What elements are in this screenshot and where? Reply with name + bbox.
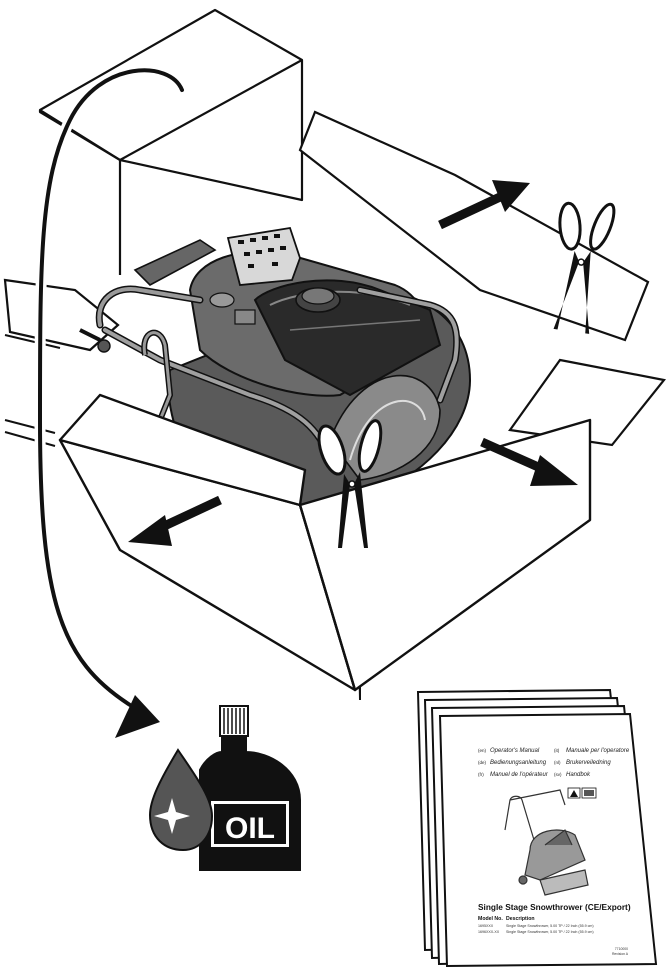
manual-model-description: Single Stage Snowthrower, 5.00 TP / 22 I… [506, 924, 594, 928]
arrow-back-right [438, 180, 530, 230]
oil-bottle-icon: OIL [148, 705, 301, 871]
manual-lang-nl: Brukerveiledning [566, 760, 611, 766]
manual-lang-sv: Handbok [566, 772, 591, 778]
scissors-icon-front [317, 419, 383, 548]
snowthrower-machine [79, 226, 472, 701]
box-front [58, 393, 592, 692]
svg-text:(en): (en) [478, 748, 487, 753]
scissors-icon-right [553, 201, 616, 334]
box-front-right-flap [508, 358, 666, 447]
oil-label: OIL [225, 812, 275, 845]
manual-revision: Revision A [612, 952, 629, 956]
svg-text:(sv): (sv) [554, 772, 562, 777]
manual-title: Single Stage Snowthrower (CE/Export) [478, 902, 631, 912]
svg-text:(it): (it) [554, 748, 560, 753]
box-left-flap [3, 278, 120, 352]
manual-lang-fr: Manuel de l'opérateur [490, 772, 549, 778]
arrow-front-right [480, 437, 578, 486]
manual-model-number: 1695XXX [478, 924, 494, 928]
svg-text:(nl): (nl) [554, 760, 561, 765]
manual-model-description: Single Stage Snowthrower, 5.00 TP / 22 I… [506, 930, 594, 934]
manual-description-header: Description [506, 916, 535, 922]
manual-lang-de: Bedienungsanleitung [490, 760, 547, 766]
svg-text:(de): (de) [478, 760, 487, 765]
arrow-remove-oil [34, 64, 188, 738]
box-left-edge-lines [4, 334, 61, 447]
manual-model-header: Model No. [478, 916, 503, 922]
manual-lang-en: Operator's Manual [490, 748, 540, 754]
manual-doc-number: 7710000 [615, 947, 628, 951]
warning-icons [567, 787, 597, 799]
manual-model-number: 1696XXX-XX [478, 930, 500, 934]
manual-snowthrower-sketch [504, 789, 589, 896]
svg-text:(fr): (fr) [478, 772, 484, 777]
manual-lang-it: Manuale per l'operatore [566, 748, 630, 754]
arrow-front-left [128, 495, 222, 546]
box-front-crease [298, 504, 357, 691]
box-right-back-flap [298, 110, 650, 342]
operator-manual-cover: (en) Operator's Manual (de) Bedienungsan… [478, 748, 631, 956]
